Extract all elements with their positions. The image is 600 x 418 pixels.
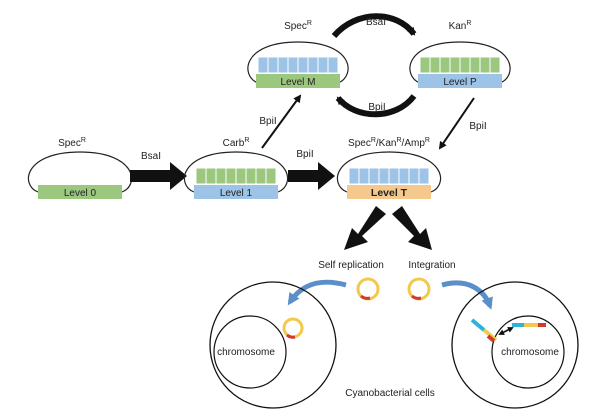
chromosome-label-left: chromosome	[217, 347, 275, 358]
level-P-label: Level P	[443, 77, 477, 88]
intracellular-plasmid-icon	[282, 317, 304, 339]
level-T-bar	[347, 185, 431, 199]
level-1-label: Level 1	[220, 188, 253, 199]
plasmid-level-0: Level 0 SpecR	[27, 137, 133, 199]
level-P-bar	[418, 74, 502, 88]
level-1-insert-blocks	[195, 167, 277, 185]
enzyme-bpii-label-4: BpiI	[469, 121, 486, 132]
plasmid-level-M: Level M SpecR	[247, 20, 349, 88]
arrow-level1-to-levelT: BpiI	[288, 149, 335, 190]
cell-right: chromosome	[451, 281, 579, 409]
level-P-insert-blocks	[419, 56, 501, 74]
chromosome-label-right: chromosome	[501, 347, 559, 358]
arrow-to-integration	[392, 206, 432, 250]
enzyme-bsai-label-2: BsaI	[366, 17, 386, 28]
arrow-level1-to-levelM: BpiI	[259, 94, 302, 149]
level-M-label: Level M	[280, 77, 315, 88]
chromosome-left	[213, 315, 287, 389]
level-1-bar	[194, 185, 278, 199]
integrating-plasmid-icon	[407, 277, 431, 301]
level-P-marker: KanR	[449, 20, 472, 32]
cell-left: chromosome	[209, 281, 337, 409]
chromosome-right	[491, 315, 565, 389]
plasmid-level-P: Level P KanR	[409, 20, 511, 88]
arrow-levelM-to-levelP: BsaI	[331, 13, 417, 39]
transform-arrow-left	[287, 279, 347, 306]
replicating-plasmid-icon	[356, 277, 380, 301]
enzyme-bpii-label-1: BpiI	[296, 149, 313, 160]
level-T-insert-blocks	[348, 167, 430, 185]
arrow-levelP-to-levelM: BpiI	[335, 94, 417, 118]
arrow-to-self-replication	[344, 206, 386, 250]
enzyme-bpii-label-2: BpiI	[259, 116, 276, 127]
level-0-bar	[38, 185, 122, 199]
homologous-recombination-arrows	[498, 327, 514, 335]
arrow-levelP-to-levelT: BpiI	[438, 97, 487, 150]
cells-caption: Cyanobacterial cells	[345, 388, 435, 399]
plasmid-level-T: Level T SpecR/KanR/AmpR	[336, 137, 442, 199]
level-M-marker: SpecR	[284, 20, 312, 32]
plasmid-level-1: Level 1 CarbR	[183, 137, 289, 199]
enzyme-bpii-label-3: BpiI	[368, 102, 385, 113]
arrow-level0-to-level1: BsaI	[130, 151, 187, 190]
level-0-label: Level 0	[64, 188, 97, 199]
level-M-insert-blocks	[257, 56, 339, 74]
linear-insert-fragment	[470, 318, 498, 343]
transform-arrow-right	[441, 280, 493, 310]
level-T-label: Level T	[371, 187, 408, 199]
level-0-marker: SpecR	[58, 137, 86, 149]
self-replication-label: Self replication	[318, 260, 384, 271]
enzyme-bsai-label: BsaI	[141, 151, 161, 162]
level-1-marker: CarbR	[223, 137, 250, 149]
level-T-marker: SpecR/KanR/AmpR	[348, 137, 430, 149]
level-M-bar	[256, 74, 340, 88]
integration-label: Integration	[408, 260, 455, 271]
